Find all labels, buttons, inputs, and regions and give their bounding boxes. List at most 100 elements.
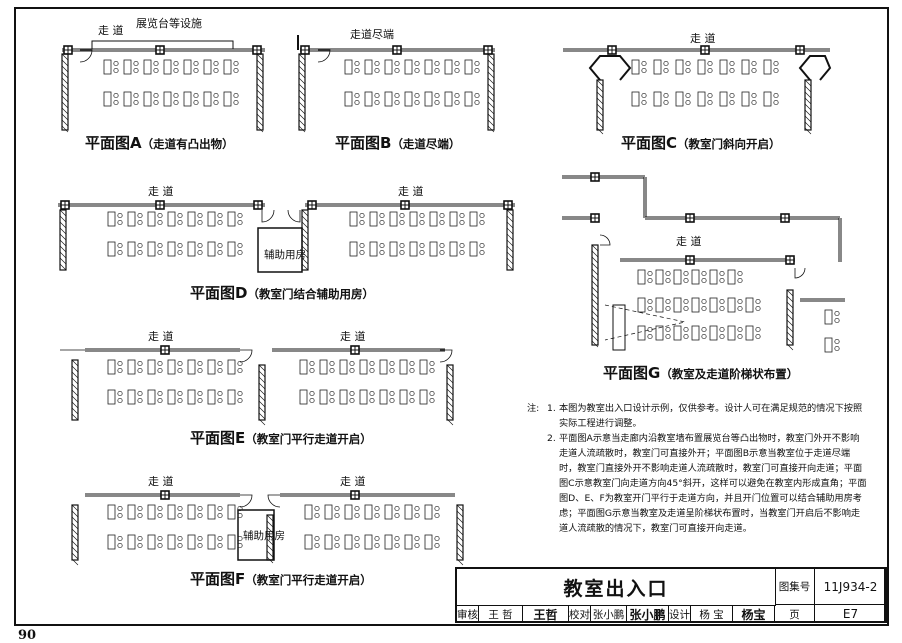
chair [177,542,183,549]
wall-hatch [591,328,599,336]
desk [653,91,662,107]
wall-hatch [591,244,599,252]
plan-g-corridor-label: 走 道 [676,235,702,248]
plan-d-corridor-label-left: 走 道 [148,185,174,198]
wall-hatch [61,119,69,127]
chair [237,512,243,519]
desk [691,269,700,285]
chair [707,99,713,106]
chair [414,512,420,519]
wall-hatch [487,107,495,115]
chair [137,242,143,249]
desk [344,534,353,550]
chair [479,219,485,226]
desk [763,59,772,75]
desk [673,269,682,285]
chair [213,67,219,74]
chair [354,542,360,549]
chair [334,512,340,519]
chair [193,67,199,74]
chair [354,535,360,542]
chair [177,219,183,226]
wall-hatch [256,77,264,85]
wall-hatch [596,121,604,129]
wall-hatch [487,77,495,85]
page-border [14,7,889,626]
wall-hatch [61,95,69,103]
chair [419,219,425,226]
wall-hatch [256,125,264,133]
chair [647,326,653,333]
chair [359,249,365,256]
caption-plan-e: 平面图E（教室门平行走道开启） [190,427,372,448]
atlas-label: 图集号 [775,569,815,605]
chair [197,535,203,542]
desk [404,59,413,75]
wall-hatch [446,382,454,390]
chair [157,212,163,219]
chair [719,277,725,284]
chair [329,397,335,404]
wall-hatch [298,65,306,73]
chair [354,92,360,99]
wall-hatch [487,83,495,91]
chair [354,505,360,512]
chair [474,92,480,99]
wall-hatch [71,528,79,536]
desk [675,59,684,75]
desk [404,504,413,520]
desk [147,534,156,550]
chair [374,99,380,106]
wall-hatch [258,370,266,378]
desk [127,211,136,227]
chair [369,367,375,374]
chair [177,505,183,512]
chair [434,512,440,519]
wall-hatch [506,251,514,259]
chair [755,333,761,340]
wall-hatch [487,113,495,121]
caption-plan-f: 平面图F（教室门平行走道开启） [190,568,372,589]
wall-hatch [256,83,264,91]
wall-hatch [59,227,67,235]
wall-hatch [71,552,79,560]
chair [197,367,203,374]
wall-hatch [487,125,495,133]
chair [237,542,243,549]
desk [444,91,453,107]
desk [127,389,136,405]
desk [324,534,333,550]
wall-hatch [61,113,69,121]
desk [384,534,393,550]
desk [745,325,754,341]
plan-d-corridor-label-right: 走 道 [398,185,424,198]
wall-hatch [59,239,67,247]
chair [137,367,143,374]
chair [707,67,713,74]
chair [197,390,203,397]
chair [439,249,445,256]
caption-sub: （教室门平行走道开启） [245,432,372,446]
wall-hatch [804,121,812,129]
wall-hatch [71,546,79,554]
wall-hatch [456,552,464,560]
chair [117,505,123,512]
desk [369,241,378,257]
door-swing [267,494,281,508]
chair [729,99,735,106]
desk [227,211,236,227]
desk [691,297,700,313]
chair [414,542,420,549]
wall-hatch [786,301,794,309]
chair [737,298,743,305]
wall-hatch [446,394,454,402]
chair [719,333,725,340]
chair [157,542,163,549]
page-number: 90 [18,628,37,643]
desk [227,389,236,405]
chair [359,242,365,249]
door-swing [599,234,611,246]
wall-hatch [301,263,309,271]
wall-hatch [506,233,514,241]
chair [173,67,179,74]
